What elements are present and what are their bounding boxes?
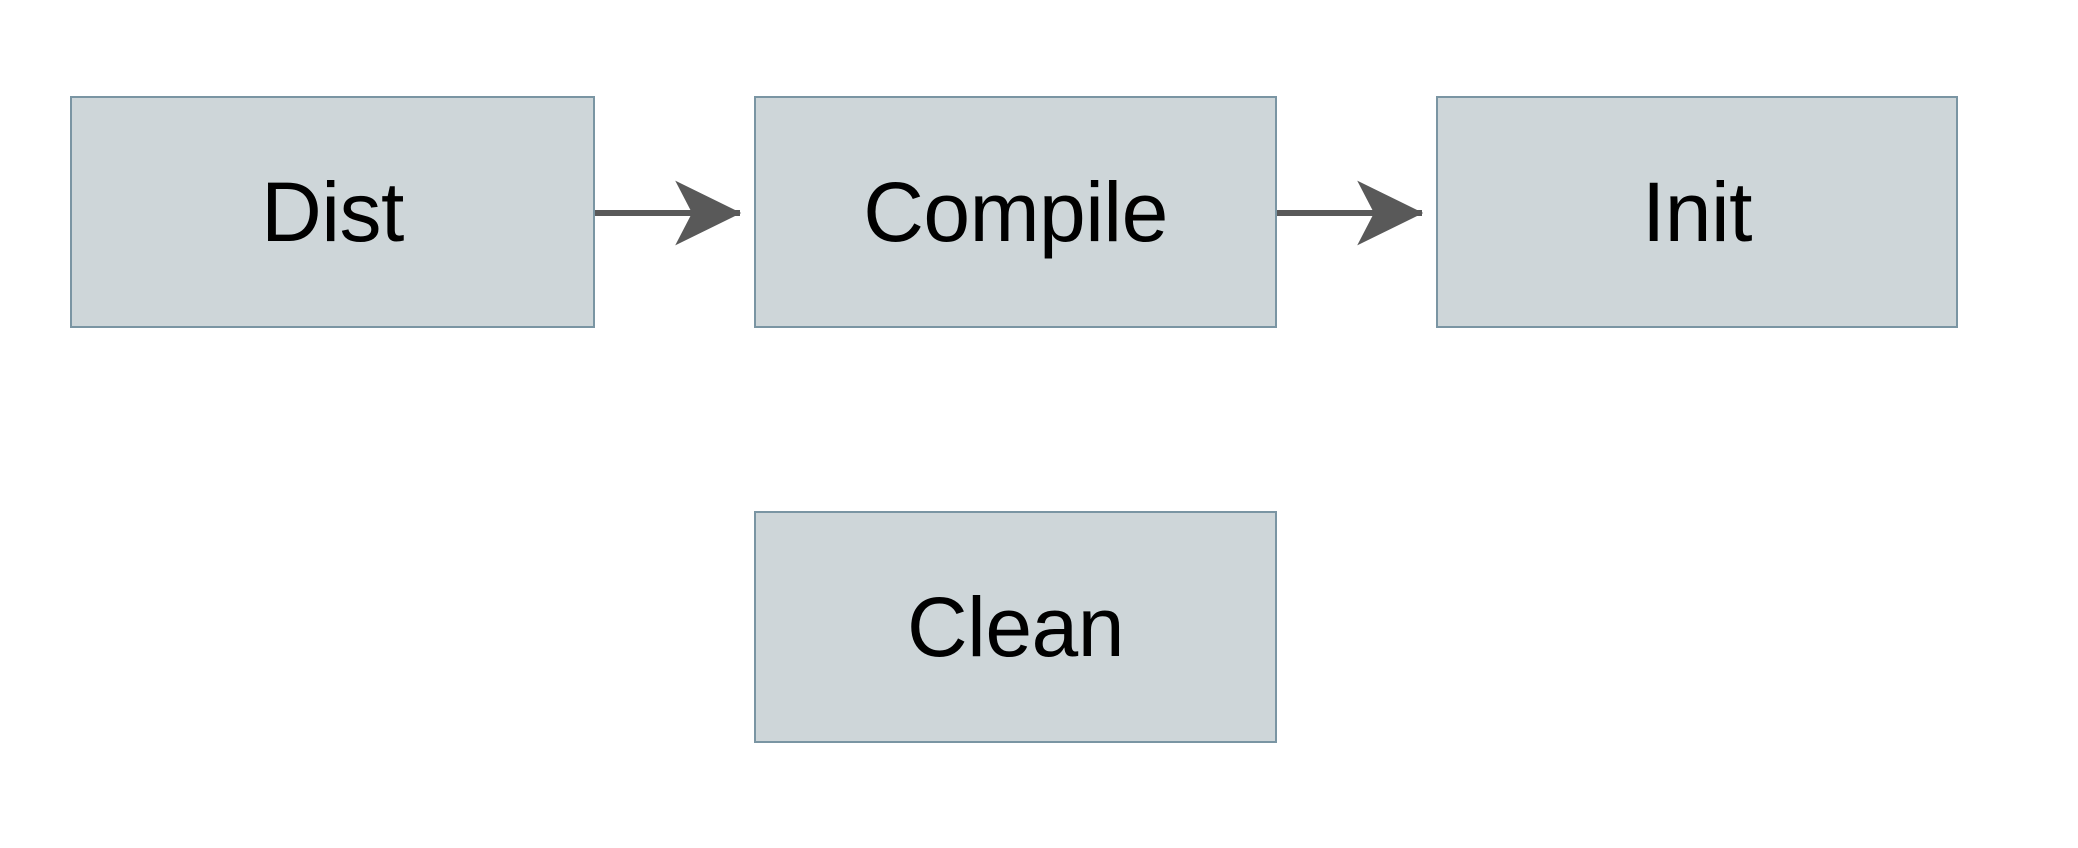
- node-init-label: Init: [1641, 165, 1753, 259]
- node-compile[interactable]: Compile: [754, 96, 1277, 328]
- node-clean[interactable]: Clean: [754, 511, 1277, 743]
- node-init[interactable]: Init: [1436, 96, 1958, 328]
- node-compile-label: Compile: [863, 165, 1168, 259]
- node-dist[interactable]: Dist: [70, 96, 595, 328]
- node-clean-label: Clean: [907, 580, 1124, 674]
- node-dist-label: Dist: [261, 165, 404, 259]
